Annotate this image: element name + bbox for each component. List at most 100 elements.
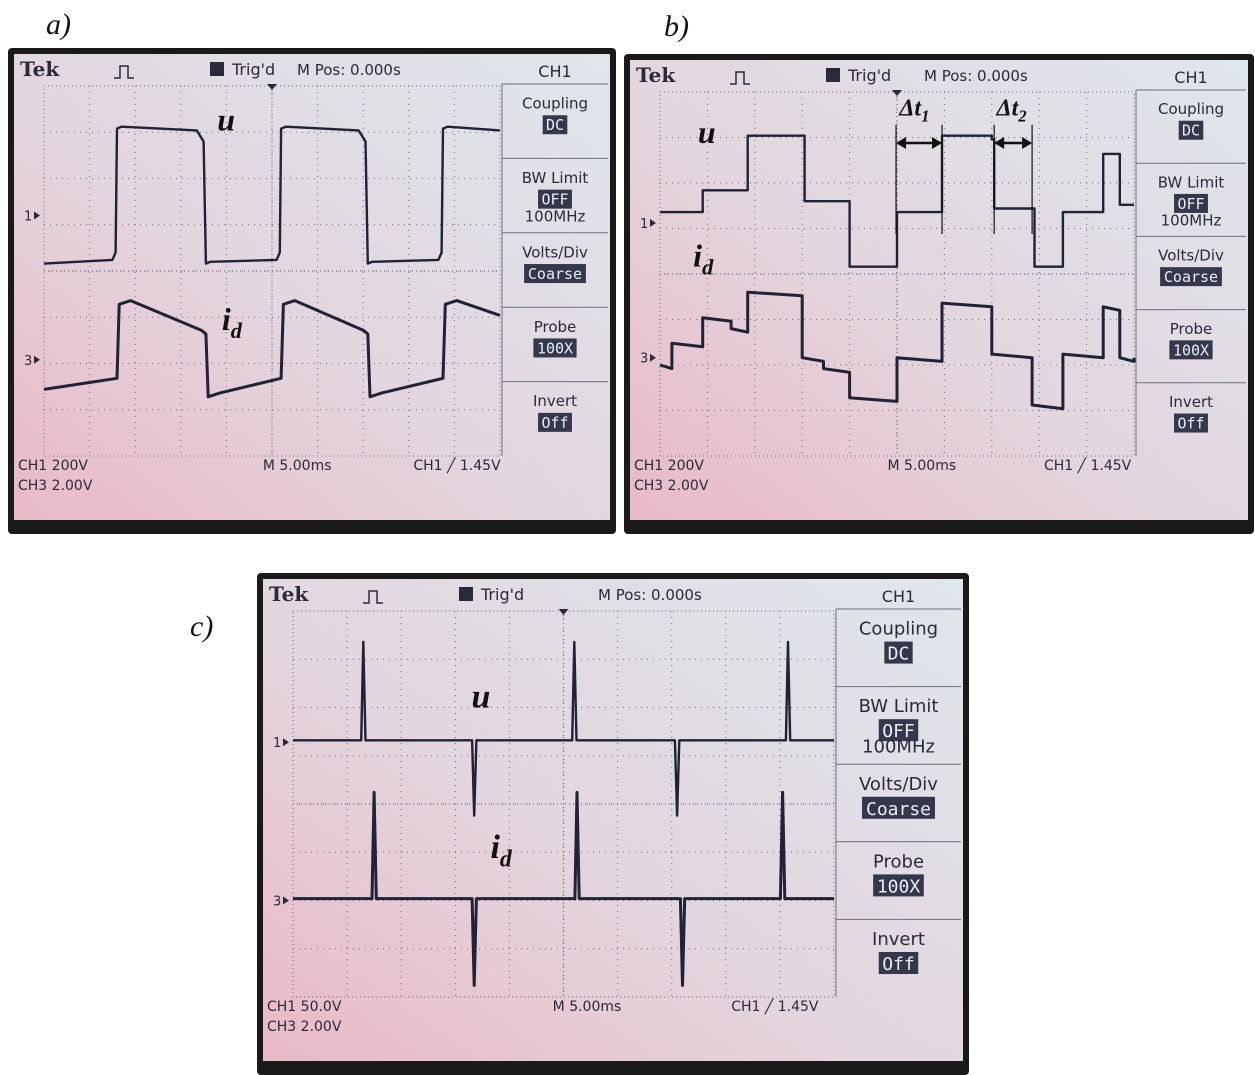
menu-label: Volts/Div — [522, 243, 588, 261]
trace-id — [293, 790, 834, 987]
acquire-pulse-icon — [730, 71, 750, 85]
panel-label-b: b) — [664, 10, 689, 43]
menu-freq: 100MHz — [525, 208, 586, 226]
menu-label: Probe — [873, 851, 924, 872]
trigger-position-marker — [267, 84, 277, 90]
menu-item-probe[interactable]: Probe 100X — [836, 841, 961, 898]
menu-value: DC — [546, 116, 564, 134]
menu-freq: 100MHz — [1161, 211, 1222, 229]
trace-u — [43, 125, 501, 265]
ch1-scale: CH1 200V — [18, 458, 88, 474]
menu-label: BW Limit — [522, 169, 589, 187]
timebase: M 5.00ms — [553, 999, 622, 1015]
menu-value: 100X — [1173, 341, 1209, 359]
menu-value: OFF — [1177, 195, 1204, 213]
menu-freq: 100MHz — [862, 737, 935, 758]
menu-channel-title: CH1 — [882, 587, 915, 606]
ch1-ground-marker: 1 — [273, 736, 281, 751]
horizontal-position: M Pos: 0.000s — [598, 586, 702, 604]
menu-label: Invert — [872, 929, 925, 950]
menu-value: Coarse — [866, 799, 931, 820]
menu-label: BW Limit — [1158, 173, 1225, 191]
trigger-status-text: Trig'd — [231, 60, 275, 79]
label-u: u — [472, 679, 491, 716]
timebase: M 5.00ms — [263, 458, 332, 474]
trace-id — [659, 290, 1136, 411]
menu-value: Coarse — [528, 265, 582, 283]
label-u: u — [698, 114, 716, 150]
trigger-status-icon — [459, 587, 473, 601]
ch3-scale: CH3 2.00V — [634, 478, 709, 494]
menu-label: Invert — [1169, 393, 1213, 411]
ch1-ground-marker: 1 — [640, 217, 648, 232]
menu-value: Off — [541, 414, 568, 432]
trigger-position-marker — [558, 609, 569, 615]
scope-brand-logo: Tek — [20, 57, 60, 81]
acquire-pulse-icon — [114, 65, 134, 79]
horizontal-position: M Pos: 0.000s — [297, 61, 401, 79]
trigger-status-icon — [826, 68, 840, 82]
label-id: id — [490, 829, 512, 873]
ch1-scale: CH1 200V — [634, 458, 704, 474]
scope-brand-logo: Tek — [269, 582, 309, 606]
menu-label: Coupling — [522, 95, 588, 113]
trace-id — [43, 299, 501, 399]
ch1-ground-marker: 1 — [24, 210, 32, 225]
ch3-ground-marker: 3 — [640, 352, 648, 367]
scope-brand-logo: Tek — [636, 63, 676, 87]
menu-value: 100X — [877, 876, 921, 897]
panel-label-c: c) — [190, 610, 214, 643]
trigger-status-icon — [210, 62, 224, 76]
trace-u — [660, 134, 1134, 268]
menu-value: Coarse — [1164, 268, 1218, 286]
trigger-status-text: Trig'd — [480, 585, 524, 604]
trigger-position-marker — [892, 90, 902, 96]
ch3-scale: CH3 2.00V — [267, 1019, 342, 1035]
label-dt2: Δt2 — [996, 96, 1027, 126]
menu-label: Volts/Div — [1158, 247, 1224, 265]
scope-screen — [14, 54, 610, 520]
scope-screen — [263, 579, 963, 1061]
menu-label: Invert — [533, 392, 577, 410]
menu-value: DC — [888, 644, 910, 665]
trigger-setting: CH1 ╱ 1.45V — [413, 457, 501, 474]
menu-value: OFF — [541, 191, 568, 209]
menu-value: Off — [1177, 415, 1204, 433]
menu-value: OFF — [882, 721, 915, 742]
scope-screen — [630, 60, 1248, 520]
menu-label: Coupling — [859, 619, 938, 640]
trigger-setting: CH1 ╱ 1.45V — [1044, 457, 1132, 474]
menu-label: Volts/Div — [859, 774, 938, 795]
ch1-scale: CH1 50.0V — [267, 999, 342, 1015]
menu-value: Off — [882, 954, 915, 975]
ch3-scale: CH3 2.00V — [18, 478, 93, 494]
timebase: M 5.00ms — [888, 458, 957, 474]
menu-label: Probe — [534, 318, 577, 336]
trigger-setting: CH1 ╱ 1.45V — [731, 998, 819, 1015]
acquire-pulse-icon — [363, 590, 383, 604]
menu-item-probe[interactable]: Probe 100X — [1136, 309, 1246, 360]
delta-t1-arrow — [895, 124, 943, 234]
ch3-ground-marker: 3 — [273, 895, 281, 910]
menu-label: Probe — [1170, 320, 1213, 338]
label-id: id — [693, 238, 714, 280]
label-id: id — [222, 301, 243, 343]
ch3-ground-marker: 3 — [24, 354, 32, 369]
